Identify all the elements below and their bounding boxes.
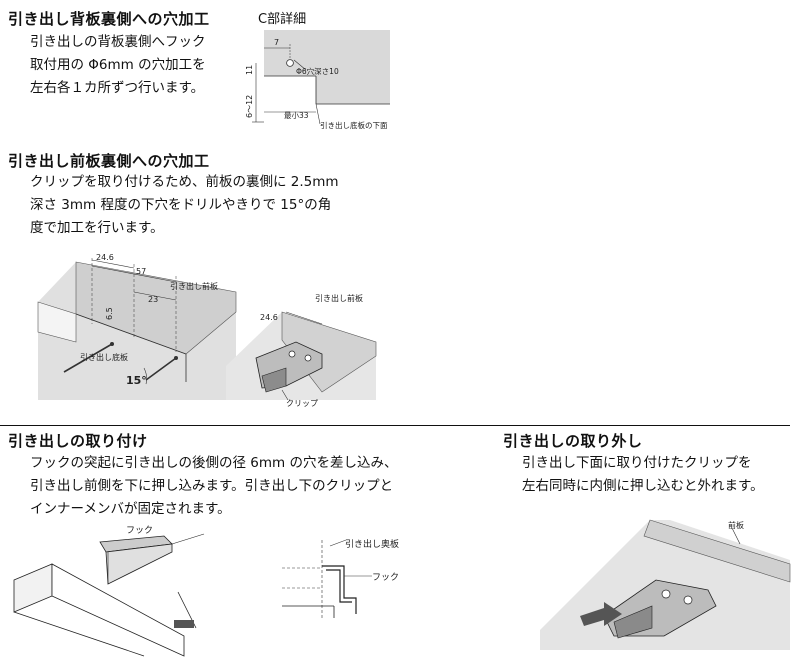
dim-57-line (91, 265, 177, 283)
back-hole-description: 引き出しの背板裏側へフック 取付用の Φ6mm の穴加工を 左右各１カ所ずつ行い… (30, 31, 206, 100)
mount-description: フックの突起に引き出しの後側の径 6mm の穴を差し込み、 引き出し前側を下に押… (30, 452, 397, 521)
front-drill-diagram: 24.6 57 23 6.5 15° (37, 253, 237, 400)
bottom-board-label: 引き出し底板 (80, 353, 128, 362)
side-panel-shape (37, 301, 77, 343)
clip-diagram (226, 311, 377, 401)
front-board-shape (75, 261, 237, 355)
remove-screw-2 (683, 595, 693, 605)
section-divider (0, 425, 790, 426)
min-33-label: 最小33 (284, 111, 309, 120)
mount-line-1: フックの突起に引き出しの後側の径 6mm の穴を差し込み、 (30, 455, 398, 471)
board-edge-line (75, 313, 187, 355)
rail-body-shape (105, 543, 173, 585)
dim-24-6-label: 24.6 (96, 253, 114, 262)
hole-label: Φ6穴深さ10 (296, 66, 339, 76)
cabinet-bottom-line (13, 611, 145, 657)
back-board-leader (329, 539, 347, 547)
mount-hook-label: フック (126, 526, 154, 536)
clip-screw-2 (304, 354, 312, 362)
bottom-leader (315, 103, 321, 125)
clip-screw-1 (288, 350, 296, 358)
remove-title: 引き出しの取り外し (503, 432, 643, 450)
dim-24-6-line (91, 259, 135, 269)
hole-mark (286, 59, 294, 67)
back-hole-line-2: 取付用の Φ6mm の穴加工を (30, 57, 206, 73)
detail-c-diagram: 7 11 6〜12 Φ6穴深さ10 最小33 引き出し底板の下面 (245, 30, 390, 130)
remove-front-label: 前板 (728, 521, 744, 530)
remove-front-board (643, 519, 791, 583)
angle-arc (143, 367, 147, 385)
cabinet-side-shape (13, 563, 53, 613)
back-hole-line-3: 左右各１カ所ずつ行います。 (30, 80, 205, 96)
hole-leader (293, 59, 307, 71)
remove-line-2: 左右同時に内側に押し込むと外れます。 (522, 478, 764, 494)
hook-inner-shape (326, 569, 352, 603)
rail-end-block (174, 620, 194, 628)
front-hole-title: 引き出し前板裏側への穴加工 (8, 152, 210, 170)
front-hole-line-3: 度で加工を行います。 (30, 220, 164, 236)
hook-detail-label: フック (372, 573, 400, 583)
dim-57-label: 57 (136, 267, 146, 276)
mount-diagram (13, 533, 205, 657)
bottom-label: 引き出し底板の下面 (320, 120, 388, 130)
drill-line-right (145, 357, 177, 381)
hook-back-board-label: 引き出し奥板 (345, 540, 400, 550)
clip-front-board (281, 311, 377, 393)
remove-diagram (540, 519, 791, 650)
remove-line-1: 引き出し下面に取り付けたクリップを (522, 455, 752, 471)
dim-7-label: 7 (274, 38, 279, 47)
clip-dim-label: 24.6 (260, 313, 278, 322)
mount-hook-leader (171, 533, 205, 545)
back-hole-line-1: 引き出しの背板裏側へフック (30, 34, 206, 50)
dim-11-label: 11 (245, 65, 254, 75)
push-arrow (580, 602, 622, 626)
dim-6-12-label: 6〜12 (245, 95, 254, 118)
hook-detail-diagram (282, 539, 372, 618)
remove-clip-tab (613, 605, 653, 639)
clip-dim-line (285, 311, 323, 325)
drawer-side-shape (51, 563, 185, 657)
clip-leader (281, 389, 289, 401)
detail-c-title: C部詳細 (258, 12, 307, 27)
hook-shape (322, 565, 357, 614)
angle-label: 15° (126, 374, 147, 387)
front-hole-description: クリップを取り付けるため、前板の裏側に 2.5mm 深さ 3mm 程度の下穴をド… (30, 171, 339, 240)
drill-line-left (63, 343, 113, 373)
dim-6-5-label: 6.5 (105, 307, 114, 320)
clip-front-board-label: 引き出し前板 (315, 294, 363, 303)
front-hole-line-2: 深さ 3mm 程度の下穴をドリルやきりで 15°の角 (30, 197, 332, 213)
clip-label: クリップ (286, 399, 318, 408)
mount-line-3: インナーメンバが固定されます。 (30, 501, 231, 517)
remove-front-leader (731, 527, 741, 545)
front-board-label: 引き出し前板 (170, 282, 218, 291)
mount-title: 引き出しの取り付け (8, 432, 148, 450)
remove-screw-1 (661, 589, 671, 599)
bottom-notch (264, 76, 316, 104)
dim-23-label: 23 (148, 295, 158, 304)
remove-description: 引き出し下面に取り付けたクリップを 左右同時に内側に押し込むと外れます。 (522, 452, 764, 498)
front-hole-line-1: クリップを取り付けるため、前板の裏側に 2.5mm (30, 174, 339, 190)
mount-line-2: 引き出し前側を下に押し込みます。引き出し下のクリップと (30, 478, 394, 494)
dim-23-line (133, 291, 177, 301)
back-hole-title: 引き出し背板裏側への穴加工 (8, 10, 210, 28)
clip-tab (261, 367, 287, 393)
